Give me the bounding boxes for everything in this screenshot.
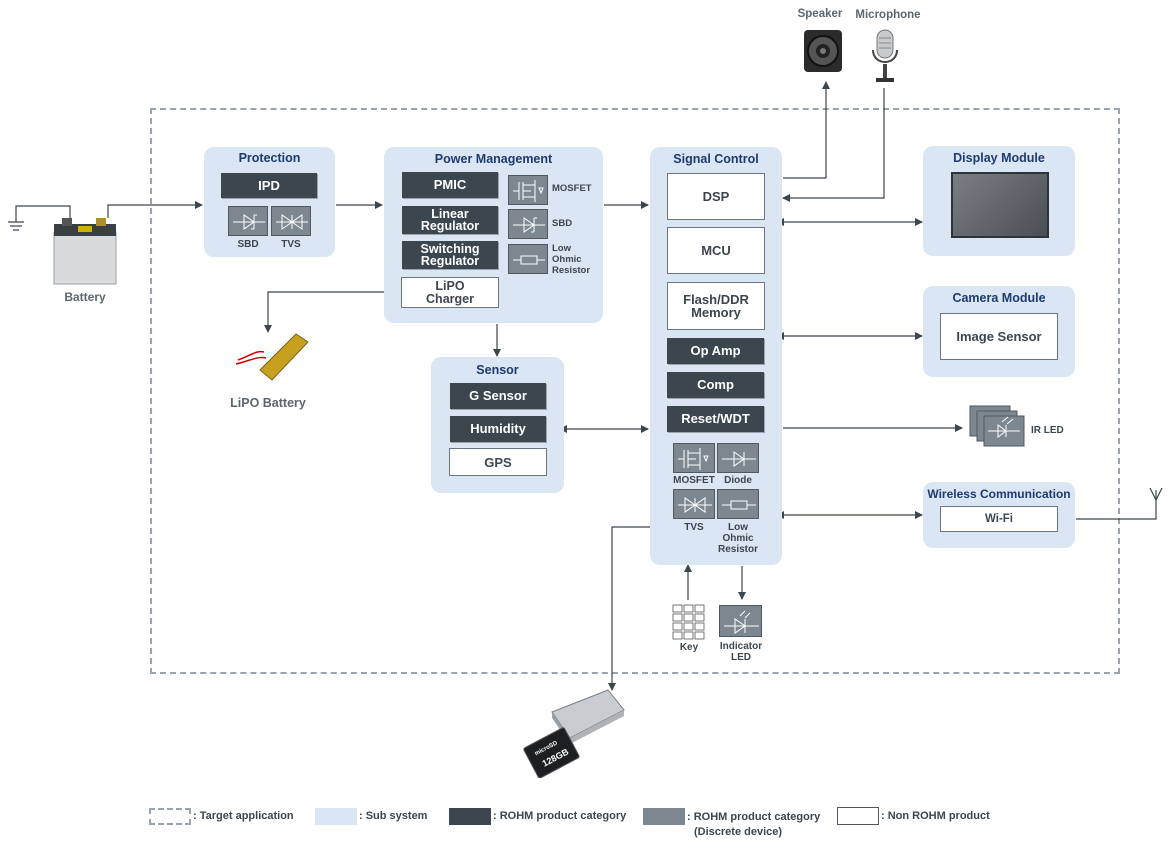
power-resistor-label: Low Ohmic Resistor [552, 243, 590, 276]
power-mosfet-label: MOSFET [552, 183, 592, 194]
ir-led-icon [968, 404, 1028, 450]
sbd-diode-icon [228, 206, 268, 236]
signal-resistor-line3: Resistor [717, 544, 758, 555]
signal-control-subsystem: Signal Control DSP MCU Flash/DDR Memory … [650, 147, 782, 565]
mcu-block: MCU [667, 227, 765, 274]
lipo-battery-label: LiPO Battery [230, 396, 306, 410]
display-panel-icon [951, 172, 1049, 238]
legend-rohm-discrete-line2: (Discrete device) [694, 826, 783, 838]
dsp-block: DSP [667, 173, 765, 220]
lipo-charger-block: LiPO Charger [401, 277, 499, 308]
microphone-label: Microphone [855, 9, 921, 21]
legend-rohm-discrete-line1: : ROHM product category [687, 811, 821, 823]
legend-subsystem-swatch [315, 808, 357, 825]
wireless-communication-title: Wireless Communication [927, 487, 1071, 501]
legend-rohm-discrete-label: : ROHM product category (Discrete device… [687, 810, 820, 840]
legend-non-rohm-label: : Non ROHM product [881, 810, 990, 822]
power-sbd-icon [508, 209, 548, 239]
indicator-line1: Indicator [719, 641, 763, 652]
linear-regulator-line1: Linear [431, 207, 469, 221]
reset-wdt-block: Reset/WDT [667, 406, 764, 432]
battery-label: Battery [64, 290, 106, 304]
speaker-icon [802, 28, 844, 74]
ipd-block: IPD [221, 173, 317, 198]
indicator-led-icon [719, 605, 762, 637]
keypad-icon [672, 604, 706, 640]
linear-regulator-block: Linear Regulator [402, 206, 498, 234]
signal-diode-icon [717, 443, 759, 473]
legend-target-label: : Target application [193, 810, 294, 822]
legend-rohm-label: : ROHM product category [493, 810, 627, 822]
power-management-title: Power Management [434, 152, 553, 166]
sd-card-slot-icon: microSD 128GB [520, 686, 630, 779]
legend-subsystem-label: : Sub system [359, 810, 428, 822]
signal-resistor-line1: Low [728, 522, 748, 533]
power-resistor-icon [508, 244, 548, 274]
switching-regulator-line2: Regulator [420, 254, 480, 268]
signal-mosfet-icon [673, 443, 715, 473]
signal-mosfet-label: MOSFET [673, 475, 715, 486]
linear-regulator-line2: Regulator [420, 219, 480, 233]
switching-regulator-block: Switching Regulator [402, 241, 498, 269]
g-sensor-block: G Sensor [450, 383, 546, 409]
power-resistor-line2: Ohmic [552, 254, 582, 265]
key-label: Key [679, 642, 699, 653]
legend-target-swatch [149, 808, 191, 825]
switching-regulator-line1: Switching [420, 242, 480, 256]
target-application-frame [150, 108, 1120, 674]
sbd-label: SBD [237, 239, 259, 250]
sensor-subsystem: Sensor G Sensor Humidity GPS [431, 357, 564, 493]
humidity-block: Humidity [450, 416, 546, 442]
protection-subsystem: Protection IPD SBD TVS [204, 147, 335, 257]
indicator-led-label: Indicator LED [712, 641, 770, 663]
legend-non-rohm-swatch [837, 807, 879, 825]
signal-tvs-icon [673, 489, 715, 519]
indicator-line2: LED [731, 652, 751, 663]
pmic-block: PMIC [402, 172, 498, 198]
wireless-communication-subsystem: Wireless Communication Wi-Fi [923, 482, 1075, 548]
image-sensor-block: Image Sensor [940, 313, 1058, 360]
power-sbd-label: SBD [552, 218, 573, 229]
gps-block: GPS [449, 448, 547, 476]
signal-tvs-label: TVS [684, 522, 704, 533]
camera-module-title: Camera Module [952, 291, 1046, 305]
power-management-subsystem: Power Management PMIC Linear Regulator S… [384, 147, 603, 323]
flash-ddr-line1: Flash/DDR [683, 292, 749, 307]
legend-rohm-discrete-swatch [643, 808, 685, 825]
sensor-title: Sensor [476, 363, 519, 377]
tvs-label: TVS [281, 239, 301, 250]
power-resistor-line3: Resistor [552, 265, 591, 276]
signal-diode-label: Diode [724, 475, 752, 486]
tvs-diode-icon [271, 206, 311, 236]
camera-module-subsystem: Camera Module Image Sensor [923, 286, 1075, 377]
power-mosfet-icon [508, 175, 548, 205]
display-module-subsystem: Display Module [923, 146, 1075, 256]
flash-ddr-line2: Memory [691, 305, 741, 320]
signal-resistor-line2: Ohmic [722, 533, 754, 544]
lipo-charger-line2: Charger [426, 291, 474, 306]
microphone-icon [870, 28, 900, 86]
battery-icon [52, 214, 118, 286]
display-module-title: Display Module [953, 151, 1045, 165]
signal-resistor-icon [717, 489, 759, 519]
wifi-block: Wi-Fi [940, 506, 1058, 532]
op-amp-block: Op Amp [667, 338, 764, 364]
lipo-charger-line1: LiPO [435, 278, 465, 293]
legend-rohm-swatch [449, 808, 491, 825]
flash-ddr-memory-block: Flash/DDR Memory [667, 282, 765, 330]
signal-resistor-label: Low Ohmic Resistor [713, 522, 763, 555]
comp-block: Comp [667, 372, 764, 398]
protection-title: Protection [238, 151, 301, 165]
signal-control-title: Signal Control [673, 152, 759, 166]
speaker-label: Speaker [797, 8, 843, 20]
power-resistor-line1: Low [552, 243, 571, 254]
ir-led-label: IR LED [1031, 425, 1064, 436]
lipo-battery-icon [230, 330, 310, 390]
